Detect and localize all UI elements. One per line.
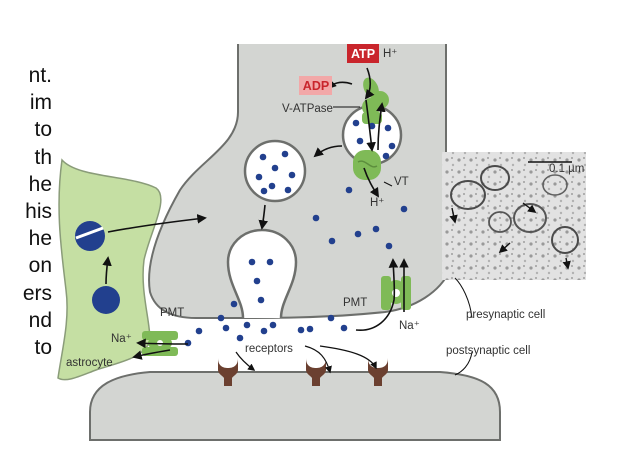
side-text-line: he: [28, 172, 52, 196]
receptor-pointer: [304, 345, 332, 374]
h-plus-pump-arrow: [364, 67, 375, 100]
astrocyte-vesicle-open: [75, 221, 105, 251]
na-right-label: Na⁺: [399, 320, 420, 332]
presynaptic-leader: [454, 277, 473, 319]
side-text-line: im: [29, 91, 52, 115]
h-plus-label: H⁺: [383, 48, 397, 60]
side-text-line: th: [34, 145, 52, 169]
presynaptic-cell-label: presynaptic cell: [466, 309, 545, 321]
receptor-pointer: [319, 345, 377, 370]
vesicular-transporter-vt: [353, 150, 381, 180]
vesicle-budding-arrow: [313, 145, 343, 158]
pmt-left-label: PMT: [160, 307, 184, 319]
postsynaptic-leader: [454, 351, 473, 376]
h-out-arrow: [376, 102, 386, 151]
reuptake-arrow: [355, 258, 399, 331]
side-text-line: ers: [22, 281, 52, 305]
astrocyte: [57, 158, 162, 381]
electron-micrograph-inset: [442, 152, 586, 280]
side-text-line: he: [28, 227, 52, 251]
pmt-right-label: PMT: [343, 297, 367, 309]
vt-h-out-arrow: [363, 167, 380, 198]
astrocyte-to-neuron-arrow: [107, 214, 207, 233]
side-text-line: on: [28, 254, 52, 278]
postsynaptic-cell: [89, 371, 501, 441]
postsynaptic-cell-label: postsynaptic cell: [446, 345, 530, 357]
astrocyte-vesicle-arrow: [102, 256, 112, 285]
vesicle-to-release-arrow: [258, 204, 268, 230]
receptor-pointer: [235, 351, 256, 371]
side-text-line: his: [25, 200, 52, 224]
receptor: [368, 358, 388, 386]
v-atpase-label: V-ATPase: [282, 103, 333, 115]
side-text-line: to: [34, 336, 52, 360]
astrocyte-na-arrow: [132, 349, 171, 360]
receptors-label: receptors: [245, 343, 293, 355]
receptor: [218, 358, 238, 386]
scale-bar-label: 0.1 µm: [549, 163, 584, 175]
micrograph-arrow: [522, 202, 537, 214]
neurotransmitter-molecules: [184, 119, 408, 347]
vt-leader: [383, 181, 393, 187]
svg-text:ADP: ADP: [303, 79, 329, 93]
h-into-vesicle-arrow: [365, 99, 376, 152]
micrograph-arrow: [498, 242, 511, 254]
fusing-vesicle: [226, 228, 298, 319]
side-text-line: nt.: [28, 64, 52, 87]
astrocyte-label: astrocyte: [66, 357, 113, 369]
h-plus-vt-label: H⁺: [370, 197, 384, 209]
svg-text:ATP: ATP: [351, 47, 375, 61]
side-text-line: to: [34, 118, 52, 142]
atp-box: ATP: [347, 44, 379, 63]
micrograph-arrow: [562, 257, 571, 270]
astrocyte-uptake-arrow: [136, 338, 189, 349]
micrograph-arrow: [449, 207, 458, 224]
astrocyte-vesicle: [92, 286, 120, 314]
receptor: [306, 358, 326, 386]
process-arrows: [102, 67, 473, 376]
vt-label: VT: [394, 176, 409, 188]
side-text-line: nd: [28, 308, 52, 332]
cut-off-side-text: nt. im to th he his he on ers nd to: [0, 62, 52, 361]
na-left-label: Na⁺: [111, 333, 132, 345]
adp-box: ADP: [299, 76, 332, 95]
